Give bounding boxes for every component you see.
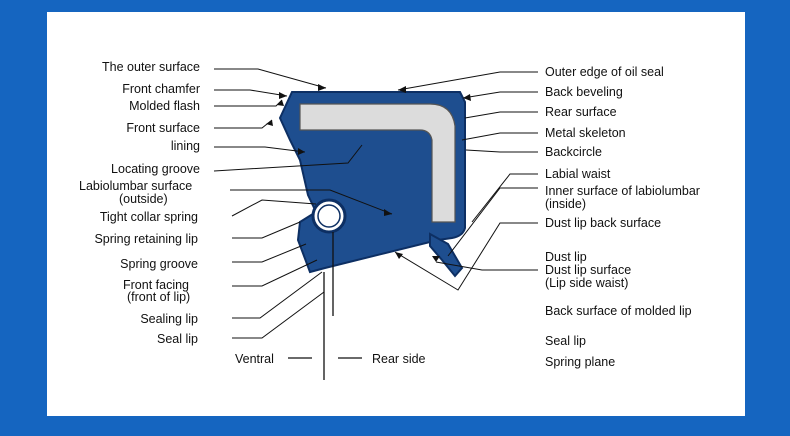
label-molded-flash: Molded flash [129, 99, 200, 113]
arrowheads [266, 84, 471, 262]
label-seal-lip-left: Seal lip [157, 332, 198, 346]
label-locating-groove: Locating groove [111, 162, 200, 176]
label-labiolumbar-outside: (outside) [119, 192, 168, 206]
label-front-chamfer: Front chamfer [122, 82, 200, 96]
label-back-surface-molded: Back surface of molded lip [545, 304, 692, 318]
metal-skeleton [299, 103, 456, 223]
label-outer-surface: The outer surface [102, 60, 200, 74]
label-outer-edge: Outer edge of oil seal [545, 65, 664, 79]
left-leader-lines [213, 68, 393, 339]
label-labiolumbar-surface: Labiolumbar surface [79, 179, 193, 193]
label-lining: lining [170, 139, 200, 153]
label-inner-surface-inside: (inside) [545, 197, 586, 211]
label-backcircle: Backcircle [545, 145, 602, 159]
label-front-of-lip: (front of lip) [127, 290, 191, 304]
label-lip-side-waist: (Lip side waist) [545, 276, 629, 290]
label-dust-lip-back: Dust lip back surface [545, 216, 662, 230]
label-rear-side: Rear side [372, 352, 426, 366]
label-back-beveling: Back beveling [545, 85, 623, 99]
dust-lip [429, 232, 464, 278]
label-dust-lip-surface: Dust lip surface [545, 263, 632, 277]
label-tight-collar-spring: Tight collar spring [99, 210, 198, 224]
label-dust-lip: Dust lip [545, 250, 587, 264]
label-seal-lip-right: Seal lip [545, 334, 586, 348]
label-rear-surface: Rear surface [545, 105, 617, 119]
label-front-facing: Front facing [123, 278, 190, 292]
label-sealing-lip: Sealing lip [140, 312, 198, 326]
right-leader-lines [394, 71, 538, 291]
label-inner-surface: Inner surface of labiolumbar [545, 184, 700, 198]
label-spring-groove: Spring groove [120, 257, 198, 271]
label-labial-waist: Labial waist [545, 167, 611, 181]
label-spring-plane: Spring plane [545, 355, 616, 369]
label-front-surface: Front surface [126, 121, 200, 135]
label-spring-retaining-lip: Spring retaining lip [94, 232, 198, 246]
label-ventral: Ventral [235, 352, 274, 366]
label-metal-skeleton: Metal skeleton [545, 126, 626, 140]
